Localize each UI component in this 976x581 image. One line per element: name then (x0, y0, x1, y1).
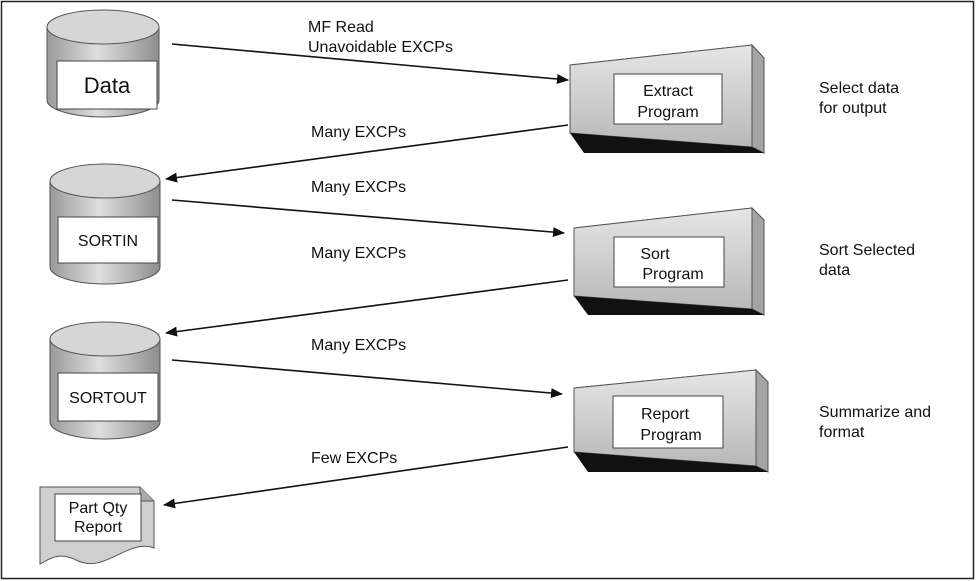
arrow1-label-line1: MF Read (308, 19, 374, 36)
arrow4-label: Many EXCPs (311, 245, 406, 262)
program-sort-label-box (613, 236, 725, 288)
note-sort-line1: Sort Selected (819, 242, 915, 259)
arrow-extract-to-sortin (165, 124, 569, 183)
arrow5-label: Many EXCPs (311, 337, 406, 354)
note-report-line2: format (819, 424, 865, 441)
dataset-sortin-cylinder: SORTIN (49, 163, 161, 285)
arrow3-label: Many EXCPs (311, 179, 406, 196)
arrow6-label: Few EXCPs (311, 450, 397, 467)
arrow1-label-line2: Unavoidable EXCPs (308, 39, 453, 56)
note-extract-line2: for output (819, 100, 887, 117)
program-report-label-box (612, 395, 724, 449)
dataset-sortout-cylinder: SORTOUT (49, 321, 161, 440)
program-report-label-line2: Program (640, 427, 701, 444)
program-sort-label-line1: Sort (640, 246, 670, 263)
note-extract-line1: Select data (819, 80, 899, 97)
dataset-sortin-label-box (57, 216, 159, 264)
arrow2-label: Many EXCPs (311, 124, 406, 141)
dataset-sortin-label: SORTIN (78, 233, 138, 250)
program-extract-label-line2: Program (637, 104, 698, 121)
report-document-label-box (54, 493, 142, 542)
dataset-data-label: Data (84, 73, 131, 98)
program-report-label-line1: Report (641, 406, 690, 423)
report-document-label-line1: Part Qty (69, 500, 128, 517)
arrow-data-to-extract (171, 43, 569, 84)
dataset-data-cylinder: Data (46, 9, 160, 118)
program-sort-label-line2: Program (642, 266, 703, 283)
arrow-sortin-to-sort (171, 199, 565, 238)
report-document: Part Qty Report (39, 486, 155, 565)
program-extract-box: Extract Program (569, 43, 765, 154)
dataset-sortout-label-box (57, 372, 159, 422)
arrow-report-to-document (163, 446, 569, 509)
note-report-line1: Summarize and (819, 404, 931, 421)
arrow-sort-to-sortout (165, 279, 569, 337)
program-extract-label-box (613, 73, 723, 125)
dataset-data-label-box (56, 60, 158, 110)
dataset-sortout-label: SORTOUT (69, 390, 147, 407)
report-document-label-line2: Report (74, 519, 123, 536)
program-sort-box: Sort Program (573, 206, 765, 316)
program-report-box: Report Program (573, 368, 769, 473)
program-extract-label-line1: Extract (643, 83, 693, 100)
note-sort-line2: data (819, 262, 850, 279)
arrow-sortout-to-report (171, 359, 563, 399)
